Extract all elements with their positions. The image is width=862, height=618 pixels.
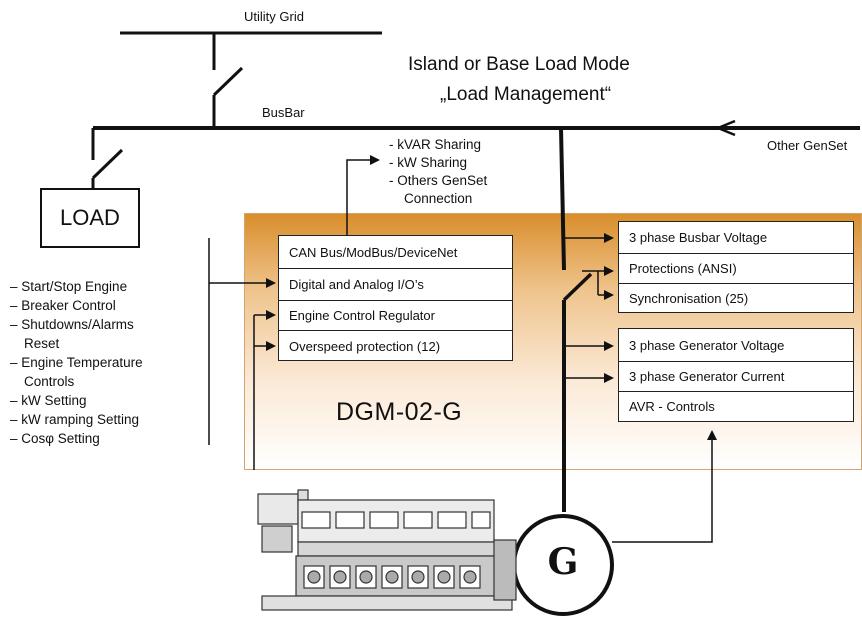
sharing-item: Connection [404,191,473,206]
generator-label: G [547,541,579,583]
control-item: – Breaker Control [10,298,116,313]
busbar-row: 3 phase Busbar Voltage [629,230,768,245]
engine-drawing [257,489,517,611]
sharing-item: - Others GenSet [389,173,488,188]
control-item: – Start/Stop Engine [10,279,128,294]
controller-name: DGM-02-G [336,398,463,426]
utility-grid-label: Utility Grid [244,9,304,24]
generator-row: 3 phase Generator Current [619,361,853,391]
control-item: Reset [24,336,60,351]
control-item: – kW Setting [10,393,87,408]
sharing-list: - kVAR Sharing - kW Sharing - Others Gen… [389,136,487,208]
control-item: – Engine Temperature [10,355,143,370]
sharing-item: - kVAR Sharing [389,137,482,152]
generator-row: AVR - Controls [619,391,853,421]
mode-subtitle: „Load Management“ [440,84,612,105]
control-item: Controls [24,374,75,389]
control-item: – Shutdowns/Alarms [10,317,134,332]
control-list: – Start/Stop Engine – Breaker Control – … [10,277,143,448]
busbar-label: BusBar [262,105,305,120]
interface-row: Engine Control Regulator [279,300,512,330]
load-box: LOAD [40,188,140,248]
interface-row: Digital and Analog I/O’s [279,268,512,300]
busbar-measurement-box: 3 phase Busbar Voltage Protections (ANSI… [618,221,854,313]
mode-title: Island or Base Load Mode [408,54,630,75]
busbar-row: Synchronisation (25) [619,283,853,313]
other-genset-label: Other GenSet [767,138,848,153]
generator-measurement-box: 3 phase Generator Voltage 3 phase Genera… [618,328,854,422]
busbar-row: Protections (ANSI) [619,253,853,283]
interface-box: CAN Bus/ModBus/DeviceNet Digital and Ana… [278,235,513,361]
generator-row: 3 phase Generator Voltage [629,337,785,353]
interface-row: Overspeed protection (12) [279,330,512,361]
control-item: – Cosφ Setting [10,431,100,446]
interface-row: CAN Bus/ModBus/DeviceNet [289,244,458,260]
sharing-item: - kW Sharing [389,155,468,170]
control-item: – kW ramping Setting [10,412,140,427]
